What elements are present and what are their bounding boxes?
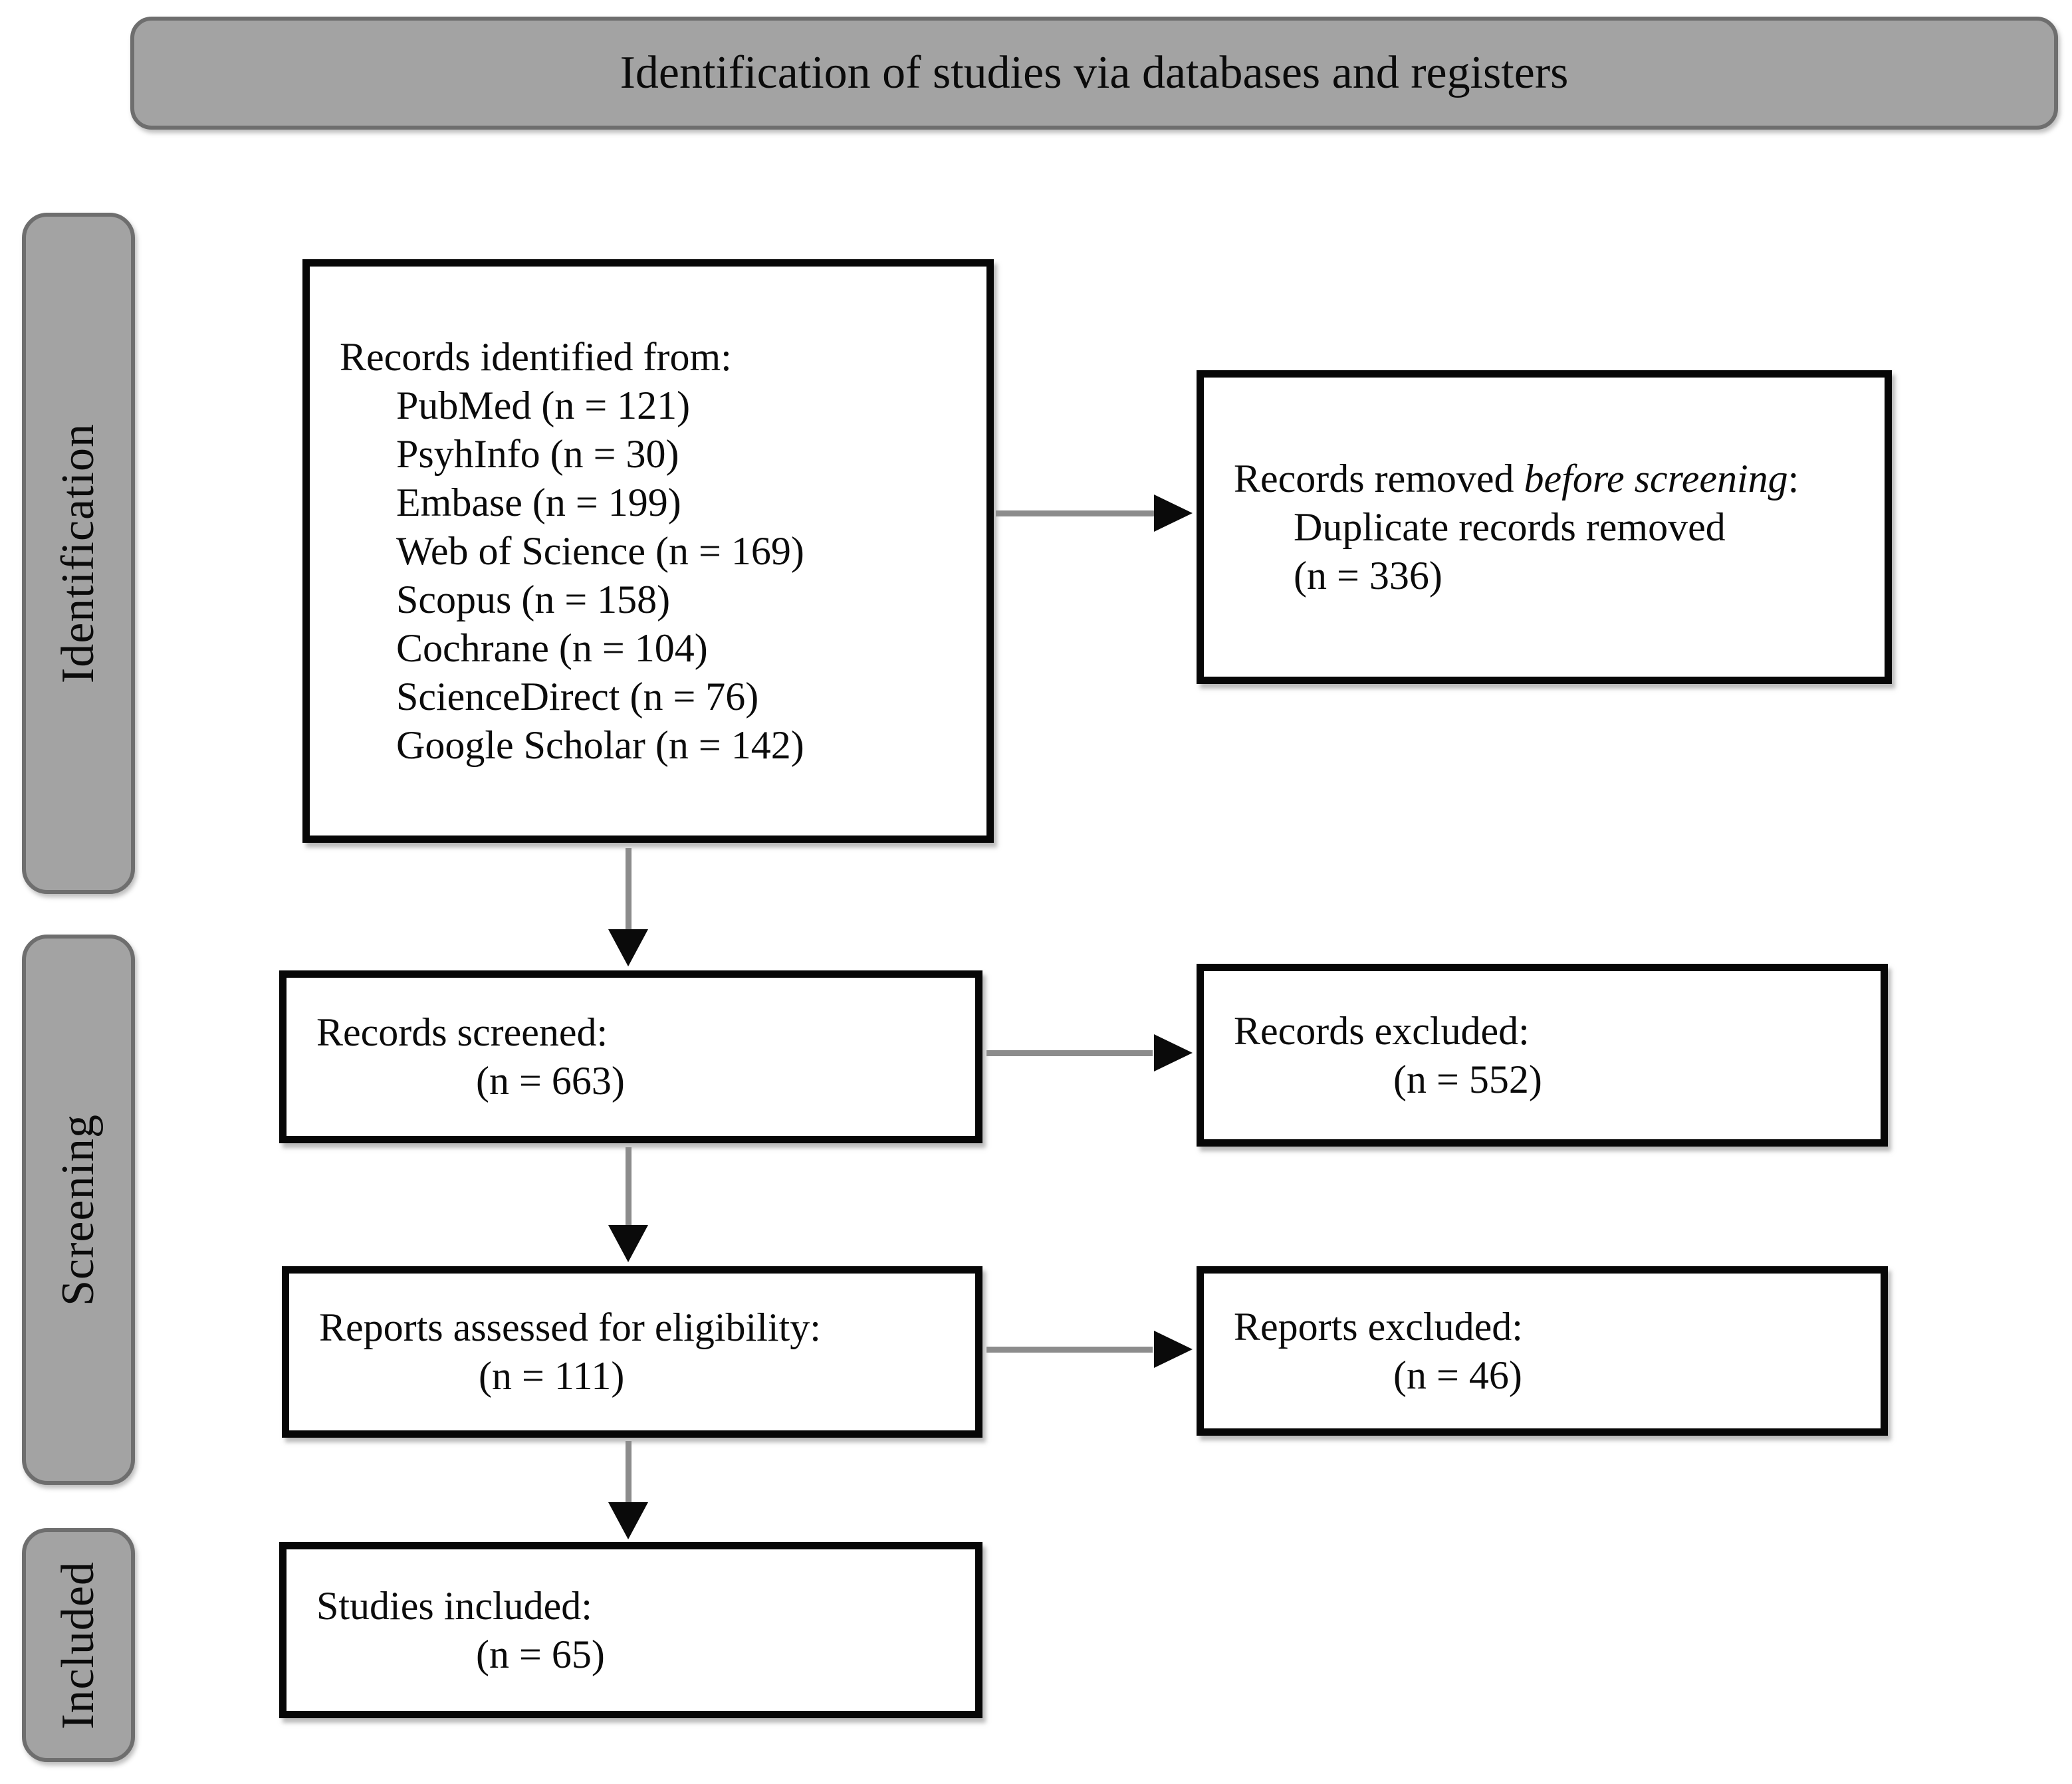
arrow-shaft [986,1347,1153,1353]
source-sciencedirect: ScienceDirect (n = 76) [396,674,759,719]
records-removed-header: Records removed before screening: [1234,455,1877,503]
records-screened-label: Records screened: [316,1010,608,1054]
stage-identification-text: Identification [53,423,104,684]
stage-label-included: Included [22,1528,135,1762]
arrowhead-right-icon [1154,1331,1193,1368]
source-pubmed: PubMed (n = 121) [396,383,691,427]
arrowhead-right-icon [1154,495,1193,532]
arrow-shaft [986,1050,1153,1056]
studies-included-count: (n = 65) [476,1632,605,1676]
records-excluded-count: (n = 552) [1393,1057,1542,1101]
stage-screening-text: Screening [53,1113,104,1306]
source-google-scholar: Google Scholar (n = 142) [396,723,804,767]
source-psyhinfo: PsyhInfo (n = 30) [396,431,679,476]
records-identified-header: Records identified from: [340,334,732,379]
title-banner: Identification of studies via databases … [130,17,2058,130]
records-removed-suffix: : [1787,456,1799,501]
records-excluded-box: Records excluded: (n = 552) [1197,964,1888,1147]
arrowhead-down-icon [608,929,648,966]
records-excluded-label: Records excluded: [1234,1008,1530,1053]
reports-excluded-box: Reports excluded: (n = 46) [1197,1266,1888,1436]
reports-assessed-box: Reports assessed for eligibility: (n = 1… [282,1266,982,1438]
source-web-of-science: Web of Science (n = 169) [396,528,804,573]
duplicates-removed-label: Duplicate records removed [1294,504,1726,549]
records-identified-box: Records identified from: PubMed (n = 121… [302,259,994,843]
source-scopus: Scopus (n = 158) [396,577,671,621]
reports-assessed-count: (n = 111) [479,1354,625,1398]
records-screened-count: (n = 663) [476,1059,625,1103]
diagram-title: Identification of studies via databases … [620,47,1569,98]
arrowhead-down-icon [608,1502,648,1539]
duplicates-removed-count: (n = 336) [1294,553,1442,598]
source-cochrane: Cochrane (n = 104) [396,625,708,670]
arrow-shaft [626,1147,632,1227]
arrow-shaft [996,510,1155,516]
records-removed-italic: before screening [1524,456,1788,501]
reports-excluded-label: Reports excluded: [1234,1304,1523,1349]
arrowhead-right-icon [1154,1034,1193,1071]
stage-included-text: Included [53,1561,104,1729]
reports-excluded-count: (n = 46) [1393,1353,1522,1397]
arrowhead-down-icon [608,1225,648,1262]
studies-included-box: Studies included: (n = 65) [279,1542,982,1718]
records-removed-box: Records removed before screening: Duplic… [1197,370,1892,684]
arrow-shaft [626,1441,632,1504]
source-embase: Embase (n = 199) [396,480,681,524]
reports-assessed-label: Reports assessed for eligibility: [319,1305,821,1349]
stage-label-identification: Identification [22,213,135,894]
stage-label-screening: Screening [22,935,135,1485]
records-removed-prefix: Records removed [1234,456,1524,501]
studies-included-label: Studies included: [316,1583,592,1628]
records-screened-box: Records screened: (n = 663) [279,970,982,1143]
arrow-shaft [626,848,632,931]
